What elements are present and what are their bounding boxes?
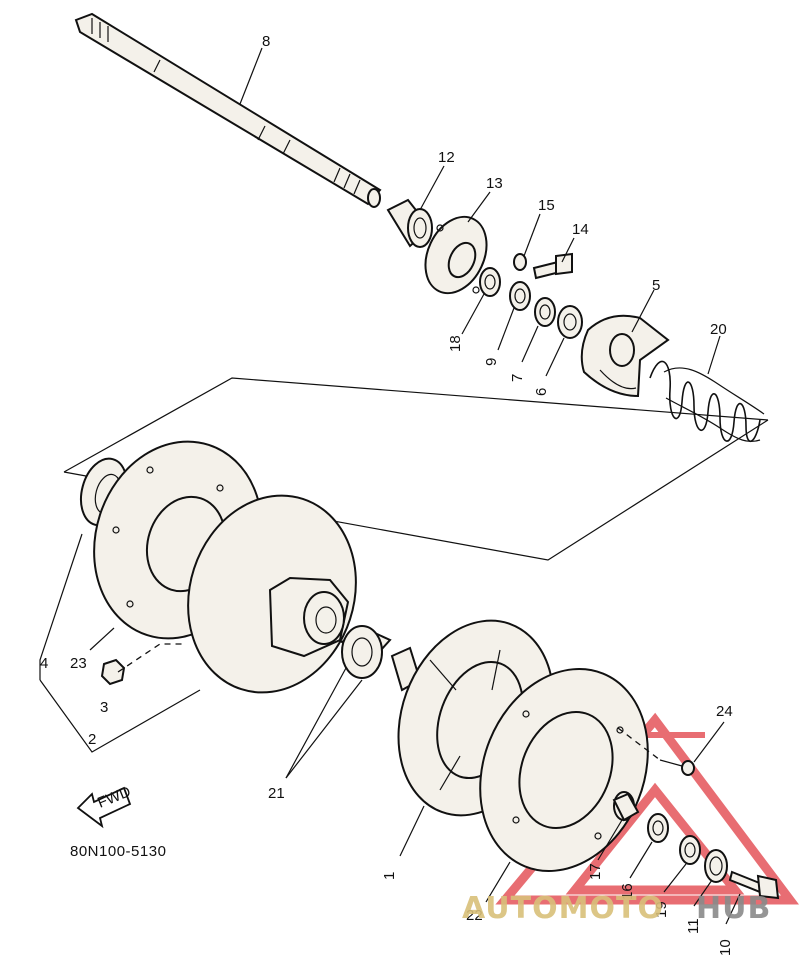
bearing-part-12: [386, 198, 433, 248]
circlip-part-7: [534, 297, 556, 327]
callout-5: 5: [652, 277, 660, 294]
callout-12: 12: [438, 149, 455, 166]
bolt-part-14: [532, 252, 573, 280]
washer-part-15: [513, 253, 527, 271]
callout-labels: 8 12 13 15 14 5 20 18 9 7 6 4 23 3 2 21 …: [40, 33, 734, 956]
nut-part-3: [100, 658, 126, 686]
callout-1: 1: [381, 872, 398, 880]
washer-part-9: [509, 281, 531, 311]
callout-11: 11: [685, 918, 702, 934]
callout-14: 14: [572, 221, 589, 238]
shaft-part-8: [74, 12, 382, 208]
callout-6: 6: [533, 388, 550, 396]
watermark-brand-part2: HUB: [696, 891, 771, 926]
bearing-part-21: [340, 625, 392, 679]
washer-part-16: [647, 813, 669, 843]
callout-4: 4: [40, 655, 48, 672]
washer-part-19: [679, 835, 701, 865]
callout-8: 8: [262, 33, 270, 50]
callout-22: 22: [466, 907, 483, 924]
fwd-arrow-icon: FWD: [76, 783, 133, 829]
callout-17: 17: [587, 863, 604, 880]
callout-18: 18: [447, 335, 464, 352]
washer-part-6: [557, 305, 583, 339]
screw-part-24: [659, 759, 695, 776]
cover-plate-part-22: [479, 668, 649, 872]
callout-20: 20: [710, 321, 727, 338]
leader-dashed-3: [117, 643, 184, 673]
watermark-brand-part1: AUTOMOTO: [462, 891, 664, 926]
callout-16: 16: [619, 883, 636, 900]
callout-24: 24: [716, 703, 733, 720]
callout-3: 3: [100, 699, 108, 716]
callout-9: 9: [483, 358, 500, 366]
callout-19: 19: [653, 901, 670, 918]
callout-23: 23: [70, 655, 87, 672]
leader-lines: [39, 47, 741, 925]
callout-15: 15: [538, 197, 555, 214]
callout-13: 13: [486, 175, 503, 192]
cam-part-5: [580, 314, 670, 398]
washer-part-11: [704, 849, 728, 883]
leader-dashed-24: [617, 727, 661, 761]
watermark-text: AUTOMOTO HUB: [462, 891, 771, 926]
oil-seal-part-18: [479, 267, 501, 297]
callout-7: 7: [509, 374, 526, 382]
callout-21: 21: [268, 785, 285, 802]
bolt-part-10: [728, 870, 780, 900]
housing-plate-part-13: [424, 215, 488, 295]
spring-part-20: [649, 360, 765, 443]
drawing-code: 80N100-5130: [70, 843, 166, 860]
collar-part-17: [612, 791, 640, 822]
clutch-plate-part-2: [187, 494, 357, 694]
callout-10: 10: [717, 939, 734, 956]
callout-2: 2: [88, 731, 96, 748]
